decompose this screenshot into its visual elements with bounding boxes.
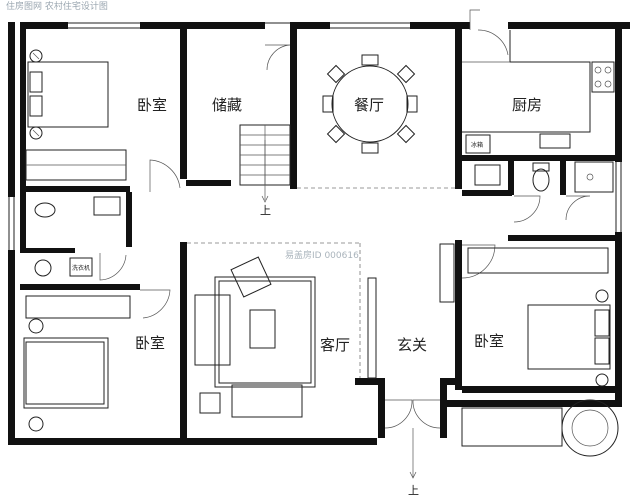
bed-east [467,247,611,387]
bed-nw [25,49,127,181]
watermark-center: 易盖房ID 000616 [285,251,359,261]
walls [8,22,630,445]
watermark-top-line1: 住房图网 农村住宅设计图 [6,2,108,12]
bathroom-fixtures [34,161,614,277]
room-label-bedroom-nw: 卧室 [137,96,167,114]
staircase [239,124,291,203]
room-label-foyer: 玄关 [397,336,427,354]
stairs-up-label: 上 [260,204,271,217]
windows [8,22,622,250]
room-label-storage: 储藏 [212,96,242,114]
dining-table [322,54,418,154]
room-label-living: 客厅 [320,336,350,354]
opening-dashes [187,187,455,378]
doors [99,9,591,429]
fridge-label: 冰箱 [471,141,483,149]
washer-label: 洗衣机 [72,264,90,272]
bed-sw [23,295,131,432]
kitchen-counter [462,30,615,154]
room-label-kitchen: 厨房 [512,96,542,114]
room-label-bedroom-sw: 卧室 [135,334,165,352]
living-room-furniture [194,243,455,418]
room-label-bedroom-east: 卧室 [474,332,504,350]
room-label-dining: 餐厅 [354,96,384,114]
entrance-up-label: 上 [408,484,419,497]
watermark-top: 住房图网 农村住宅设计图 [6,2,108,12]
entrance-area [409,399,619,479]
